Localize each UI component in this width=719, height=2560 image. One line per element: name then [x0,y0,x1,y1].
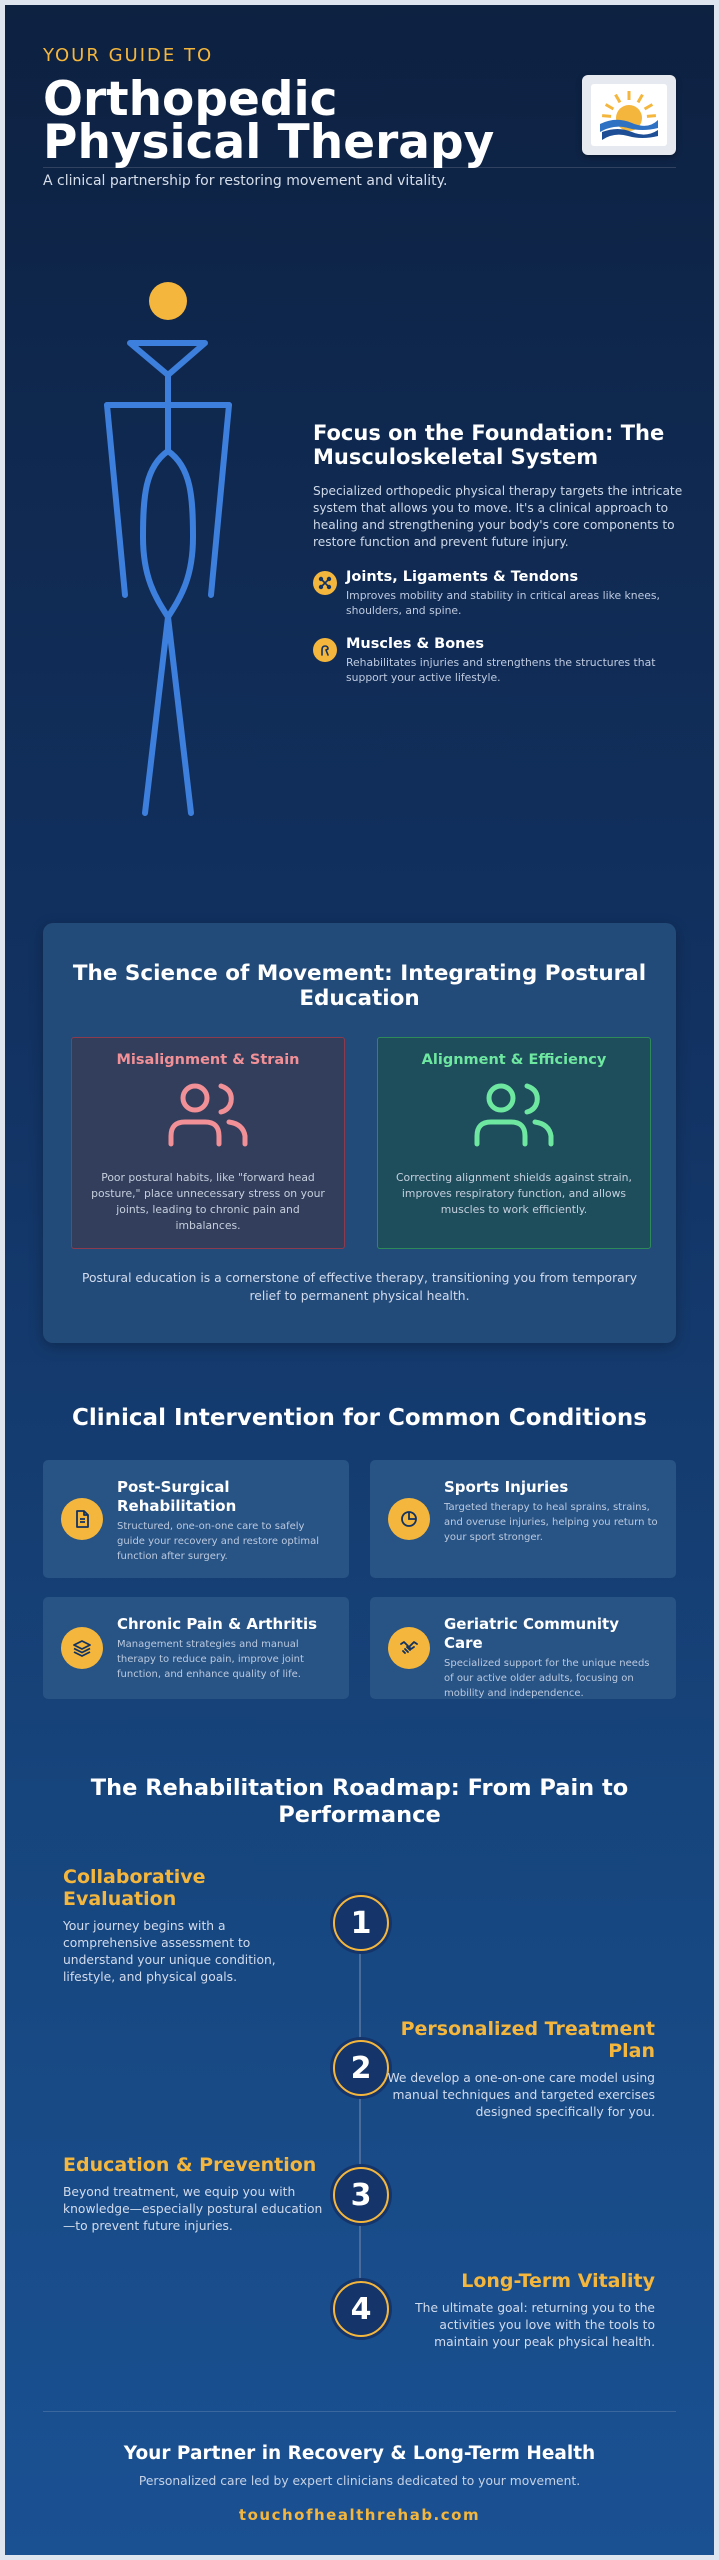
science-title: The Science of Movement: Integrating Pos… [72,961,647,1011]
feature-text: Improves mobility and stability in criti… [346,589,660,617]
step-title: Personalized Treatment Plan [400,2018,655,2062]
feature-title: Joints, Ligaments & Tendons [346,569,579,585]
clipboard-icon [61,1498,103,1540]
science-note: Postural education is a cornerstone of e… [81,1271,638,1303]
bone-icon [313,571,337,595]
page-subtitle: A clinical partnership for restoring mov… [43,173,448,189]
pie-chart-icon [388,1498,430,1540]
card-text: Structured, one-on-one care to safely gu… [117,1521,320,1562]
step-text: The ultimate goal: returning you to the … [415,2301,655,2349]
footer: Your Partner in Recovery & Long-Term Hea… [43,2443,676,2524]
card-title: Geriatric Community Care [444,1615,619,1652]
roadmap-step-4: Long-Term Vitality The ultimate goal: re… [385,2270,655,2351]
card-text: Specialized support for the unique needs… [444,1658,650,1699]
step-title: Long-Term Vitality [461,2270,655,2292]
muscle-icon [313,638,337,662]
step-text: We develop a one-on-one care model using… [387,2071,655,2119]
step-number: 4 [333,2281,389,2337]
footer-divider [43,2411,676,2412]
card-title: Post-Surgical Rehabilitation [117,1478,237,1515]
roadmap-step-2: Personalized Treatment Plan We develop a… [385,2018,655,2121]
logo [582,75,676,155]
step-number: 1 [333,1895,389,1951]
eyebrow: YOUR GUIDE TO [43,45,214,66]
skeleton-figure-icon [104,282,232,816]
footer-text: Personalized care led by expert clinicia… [138,2474,581,2488]
clinical-title: Clinical Intervention for Common Conditi… [72,1405,647,1431]
alignment-panel: Alignment & Efficiency Correcting alignm… [377,1037,651,1249]
foundation-lead: Specialized orthopedic physical therapy … [313,484,683,549]
page-title: Orthopedic Physical Therapy [43,72,495,170]
feature-title: Muscles & Bones [346,636,484,652]
condition-card-sports: Sports Injuries Targeted therapy to heal… [370,1460,676,1578]
card-title: Sports Injuries [444,1478,569,1496]
condition-card-post-surgical: Post-Surgical Rehabilitation Structured,… [43,1460,349,1578]
website-link[interactable]: touchofhealthrehab.com [238,2506,481,2524]
panel-text: Poor postural habits, like "forward head… [91,1171,325,1232]
sunrise-logo-icon [600,91,658,140]
condition-card-chronic-pain: Chronic Pain & Arthritis Management stra… [43,1597,349,1699]
panel-title: Alignment & Efficiency [421,1052,607,1068]
panel-text: Correcting alignment shields against str… [396,1171,632,1216]
infographic: YOUR GUIDE TO Orthopedic Physical Therap… [5,5,714,2555]
misalignment-panel: Misalignment & Strain Poor postural habi… [71,1037,345,1249]
card-text: Targeted therapy to heal sprains, strain… [444,1502,658,1543]
card-text: Management strategies and manual therapy… [117,1639,304,1680]
foundation-section: Focus on the Foundation: The Musculoskel… [313,421,683,685]
panel-title: Misalignment & Strain [116,1052,300,1068]
handshake-icon [388,1627,430,1669]
roadmap-step-1: Collaborative Evaluation Your journey be… [63,1866,293,1986]
layers-icon [61,1627,103,1669]
roadmap-line [359,1895,361,2315]
header-divider [43,167,676,168]
condition-card-geriatric: Geriatric Community Care Specialized sup… [370,1597,676,1699]
science-card: The Science of Movement: Integrating Pos… [43,923,676,1343]
feature-text: Rehabilitates injuries and strengthens t… [346,656,656,684]
step-title: Education & Prevention [63,2154,317,2176]
users-icon [168,1083,248,1147]
footer-title: Your Partner in Recovery & Long-Term Hea… [123,2443,596,2464]
card-title: Chronic Pain & Arthritis [117,1615,318,1633]
feature-muscles: Muscles & Bones Rehabilitates injuries a… [313,636,683,685]
step-number: 2 [333,2040,389,2096]
header: YOUR GUIDE TO Orthopedic Physical Therap… [43,45,676,189]
step-text: Beyond treatment, we equip you with know… [63,2185,323,2233]
step-text: Your journey begins with a comprehensive… [63,1919,276,1984]
users-icon [474,1083,554,1147]
roadmap-step-3: Education & Prevention Beyond treatment,… [63,2154,333,2235]
feature-joints: Joints, Ligaments & Tendons Improves mob… [313,569,683,618]
foundation-title: Focus on the Foundation: The Musculoskel… [313,421,665,469]
step-number: 3 [333,2167,389,2223]
step-title: Collaborative Evaluation [63,1866,206,1910]
roadmap-title: The Rehabilitation Roadmap: From Pain to… [90,1775,629,1828]
